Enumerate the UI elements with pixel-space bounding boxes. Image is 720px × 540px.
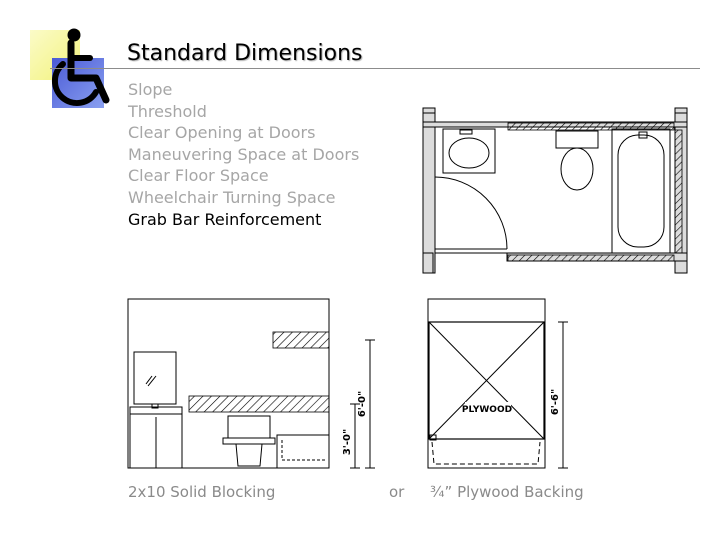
- dimension-lines: [350, 339, 375, 469]
- topic-item-clear-floor-space: Clear Floor Space: [128, 166, 269, 186]
- lower-blocking: [188, 395, 330, 413]
- plan-blocking-top: [507, 122, 675, 131]
- topic-list: Slope Threshold Clear Opening at Doors M…: [128, 79, 359, 230]
- elevation-wall-outline: [127, 298, 330, 469]
- tub-elevation: [276, 434, 330, 469]
- plan-blocking-bottom: [507, 254, 675, 262]
- topic-item-clear-opening: Clear Opening at Doors: [128, 123, 316, 143]
- elevation-solid-blocking: 3'-0" 6'-0": [127, 298, 375, 469]
- topic-item-turning-space: Wheelchair Turning Space: [128, 187, 336, 207]
- plywood-diagonal-b: [428, 321, 545, 440]
- dim-6ft: 6'-0": [357, 391, 368, 417]
- caption-plywood-backing: ¾” Plywood Backing: [430, 483, 584, 501]
- plywood-panel: [428, 321, 545, 440]
- plan-door: [434, 176, 508, 254]
- title-divider: [50, 68, 700, 69]
- elevation-wall-outline: [427, 298, 546, 469]
- topic-item-maneuvering-space: Maneuvering Space at Doors: [128, 144, 360, 164]
- toilet-elevation: [222, 415, 276, 467]
- plan-tub: [611, 128, 671, 254]
- plan-blocking-side: [674, 129, 683, 254]
- topic-item-threshold: Threshold: [128, 101, 207, 121]
- caption-solid-blocking: 2x10 Solid Blocking: [128, 483, 276, 501]
- tub-elevation: [429, 434, 541, 465]
- dimension-lines: [558, 321, 568, 469]
- dim-3ft: 3'-0": [342, 429, 353, 455]
- topic-item-grab-bar-reinforcement: Grab Bar Reinforcement: [128, 209, 322, 229]
- caption-or: or: [389, 483, 405, 501]
- upper-blocking: [272, 331, 330, 349]
- bathroom-floor-plan: [420, 107, 690, 274]
- plan-sink: [442, 128, 496, 174]
- elevation-plywood-backing: PLYWOOD 6'-6": [427, 298, 568, 469]
- topic-item-slope: Slope: [128, 80, 173, 99]
- plywood-label: PLYWOOD: [462, 405, 512, 415]
- plan-toilet: [555, 130, 599, 191]
- vanity: [129, 351, 183, 469]
- slide-title: Standard Dimensions: [127, 41, 363, 66]
- dim-6ft-6in: 6'-6": [550, 389, 561, 415]
- wheelchair-accessibility-icon: [51, 28, 110, 107]
